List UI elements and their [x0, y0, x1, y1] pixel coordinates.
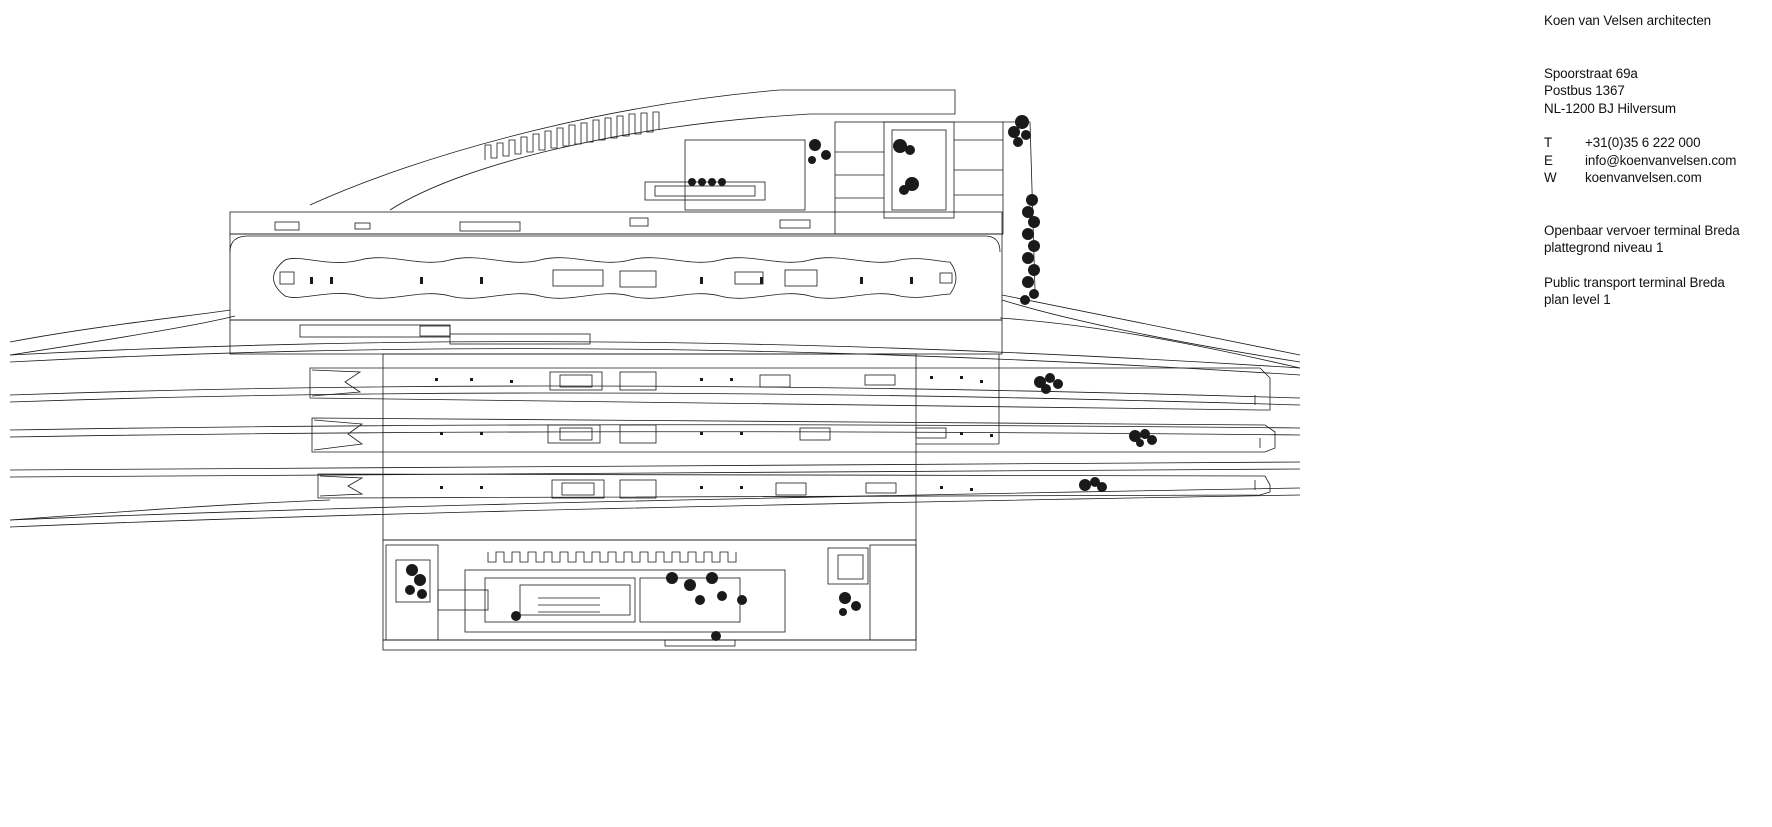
- contact-phone: T +31(0)35 6 222 000: [1544, 134, 1770, 152]
- contact-phone-key: T: [1544, 135, 1553, 150]
- tree-row-east: [1020, 194, 1040, 305]
- train-platforms: [309, 353, 1276, 541]
- contact-web-value: koenvanvelsen.com: [1585, 170, 1702, 185]
- contact-web-key: W: [1544, 170, 1557, 185]
- tree-clusters: [405, 115, 1157, 641]
- project-subtitle-nl: plattegrond niveau 1: [1544, 240, 1664, 255]
- contact-email-value: info@koenvanvelsen.com: [1585, 152, 1737, 168]
- south-roof-zigzag: [487, 551, 737, 563]
- title-block: Koen van Velsen architecten Spoorstraat …: [1544, 12, 1770, 309]
- address-pobox: Postbus 1367: [1544, 83, 1625, 98]
- tree-group-platforms: [1034, 373, 1157, 492]
- contact-email-key: E: [1544, 152, 1553, 168]
- tree-group-south: [405, 564, 861, 641]
- bus-station: [9, 89, 1301, 363]
- project-subtitle-en: plan level 1: [1544, 292, 1611, 307]
- contact-phone-value: +31(0)35 6 222 000: [1585, 135, 1701, 150]
- project-title-en: Public transport terminal Breda: [1544, 274, 1725, 290]
- bus-platform-island: [273, 257, 957, 299]
- rail-tracks: [9, 315, 1301, 528]
- contact-email: E info@koenvanvelsen.com: [1544, 152, 1770, 170]
- project-title-nl: Openbaar vervoer terminal Breda: [1544, 222, 1740, 238]
- roof-zigzag: [484, 111, 660, 160]
- contact-web: W koenvanvelsen.com: [1544, 169, 1770, 187]
- tree-group-north: [688, 115, 1031, 195]
- address-street: Spoorstraat 69a: [1544, 65, 1638, 81]
- platform-furniture: [310, 277, 993, 491]
- address-city: NL-1200 BJ Hilversum: [1544, 100, 1676, 116]
- office-name: Koen van Velsen architecten: [1544, 13, 1712, 28]
- south-station-building: [382, 539, 917, 651]
